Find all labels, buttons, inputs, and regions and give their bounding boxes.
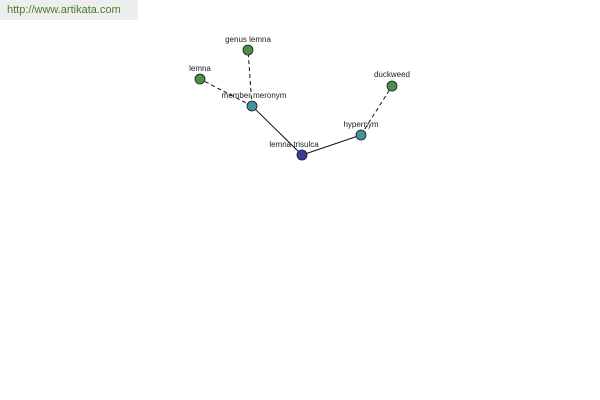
node-label[interactable]: duckweed xyxy=(374,70,410,79)
node-hypernym[interactable]: hypernym xyxy=(343,120,379,141)
node-dot[interactable] xyxy=(246,100,258,112)
nodes-layer: genus lemna lemna member meronym lemna tris… xyxy=(189,35,410,161)
node-dot[interactable] xyxy=(242,44,254,56)
edge-hypernym-duckweed xyxy=(360,85,393,136)
node-dot[interactable] xyxy=(194,73,206,85)
edge-lemna_trisulca-member_meronym xyxy=(251,105,303,156)
node-dot[interactable] xyxy=(296,149,308,161)
site-url[interactable]: http://www.artikata.com xyxy=(0,0,138,20)
node-label[interactable]: genus lemna xyxy=(225,35,271,44)
node-label[interactable]: member meronym xyxy=(222,91,287,100)
edge-lemna_trisulca-hypernym xyxy=(301,134,362,156)
edges-layer xyxy=(199,49,393,156)
edge-member_meronym-lemna xyxy=(199,78,253,107)
node-dot[interactable] xyxy=(386,80,398,92)
node-label[interactable]: lemna xyxy=(189,64,211,73)
node-label[interactable]: lemna trisulca xyxy=(269,140,319,149)
node-lemna[interactable]: lemna xyxy=(189,64,211,85)
node-lemna-trisulca[interactable]: lemna trisulca xyxy=(269,140,319,161)
node-genus-lemna[interactable]: genus lemna xyxy=(225,35,271,56)
node-label[interactable]: hypernym xyxy=(343,120,378,129)
node-member-meronym[interactable]: member meronym xyxy=(222,91,287,112)
edge-member_meronym-genus_lemna xyxy=(247,49,253,107)
node-duckweed[interactable]: duckweed xyxy=(374,70,410,92)
node-dot[interactable] xyxy=(355,129,367,141)
